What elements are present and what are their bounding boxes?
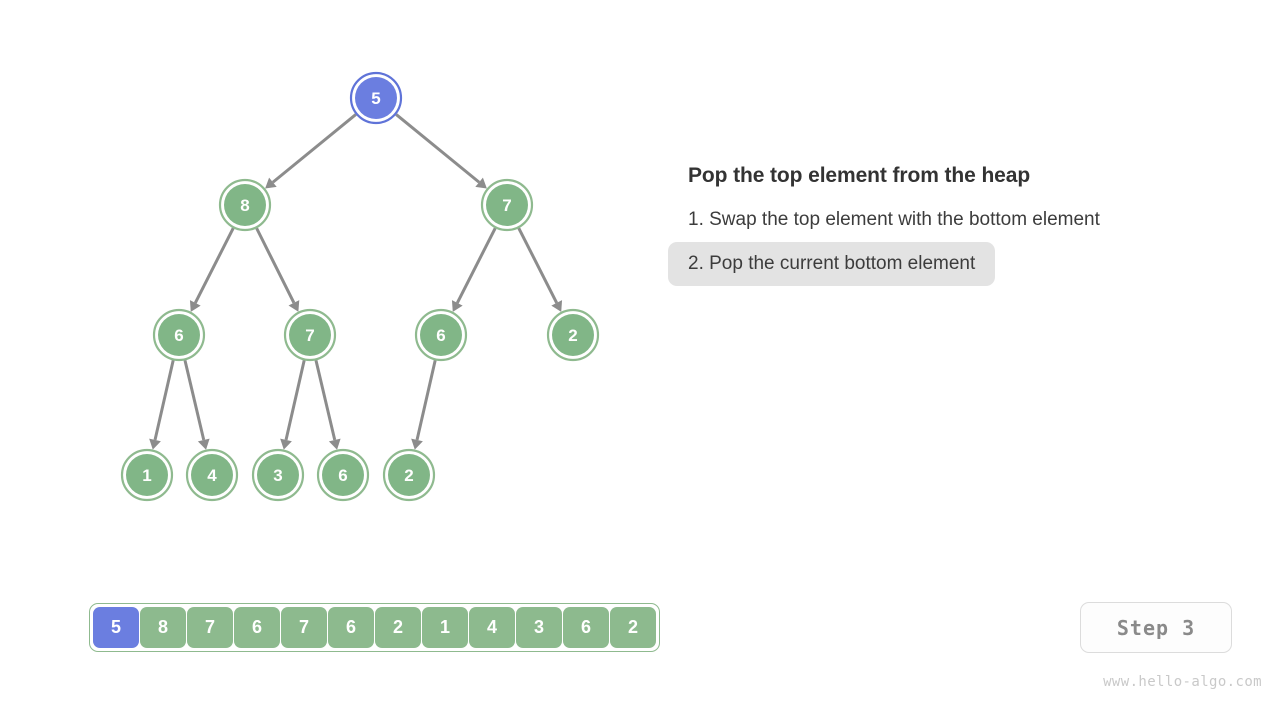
arrow-head-icon (149, 438, 161, 450)
tree-edge (314, 359, 341, 450)
arrow-head-icon (197, 438, 210, 450)
tree-node: 7 (480, 178, 534, 232)
tree-edge (255, 227, 300, 312)
node-ring (251, 448, 305, 502)
tree-node: 2 (382, 448, 436, 502)
array-cell-5: 6 (328, 607, 374, 648)
tree-node: 1 (120, 448, 174, 502)
node-ring (316, 448, 370, 502)
tree-node: 8 (218, 178, 272, 232)
array-cell-9: 3 (516, 607, 562, 648)
page-title: Pop the top element from the heap (688, 164, 1031, 187)
array-cell-1: 8 (140, 607, 186, 648)
node-ring (152, 308, 206, 362)
node-circle (355, 77, 397, 119)
tree-edge (451, 227, 497, 312)
tree-node: 6 (152, 308, 206, 362)
node-circle (289, 314, 331, 356)
node-circle (322, 454, 364, 496)
node-circle (388, 454, 430, 496)
node-ring (218, 178, 272, 232)
tree-edge (149, 360, 175, 450)
tree-edge (265, 113, 357, 189)
node-ring (349, 71, 403, 125)
tree-node: 4 (185, 448, 239, 502)
array-cell-8: 4 (469, 607, 515, 648)
arrow-head-icon (288, 300, 300, 312)
node-circle (158, 314, 200, 356)
node-circle (191, 454, 233, 496)
node-ring (382, 448, 436, 502)
watermark-text: www.hello-algo.com (1103, 674, 1262, 690)
array-cell-6: 2 (375, 607, 421, 648)
array-cell-2: 7 (187, 607, 233, 648)
array-cell-3: 6 (234, 607, 280, 648)
tree-node: 6 (316, 448, 370, 502)
arrow-head-icon (551, 300, 563, 312)
arrow-head-icon (280, 438, 292, 450)
node-circle (126, 454, 168, 496)
node-ring (480, 178, 534, 232)
tree-edges (149, 113, 563, 450)
arrow-head-icon (189, 300, 201, 312)
array-cell-11: 2 (610, 607, 656, 648)
arrow-head-icon (451, 300, 463, 312)
node-ring (120, 448, 174, 502)
tree-node: 5 (349, 71, 403, 125)
tree-node: 3 (251, 448, 305, 502)
status-badge: Step 3 (1080, 602, 1232, 653)
node-ring (546, 308, 600, 362)
node-ring (283, 308, 337, 362)
tree-edge (183, 359, 210, 450)
array-cell-4: 7 (281, 607, 327, 648)
node-circle (257, 454, 299, 496)
array-cell-10: 6 (563, 607, 609, 648)
arrow-head-icon (265, 177, 277, 189)
tree-node: 2 (546, 308, 600, 362)
tree-edge (411, 360, 437, 450)
node-circle (224, 184, 266, 226)
node-circle (552, 314, 594, 356)
instruction-panel: Pop the top element from the heap 1. Swa… (668, 160, 1228, 286)
tree-edge (517, 227, 563, 312)
tree-edge (395, 113, 487, 189)
arrow-head-icon (328, 438, 341, 450)
node-ring (414, 308, 468, 362)
step-list: 1. Swap the top element with the bottom … (668, 198, 1228, 286)
arrow-head-icon (475, 177, 487, 189)
tree-edge (189, 227, 235, 312)
node-circle (486, 184, 528, 226)
step-item-1: 1. Swap the top element with the bottom … (688, 209, 1100, 230)
tree-node: 7 (283, 308, 337, 362)
step-item-2: 2. Pop the current bottom element (668, 242, 996, 286)
tree-edge (280, 360, 306, 450)
array-cell-0: 5 (93, 607, 139, 648)
arrow-head-icon (411, 438, 423, 450)
array-cell-7: 1 (422, 607, 468, 648)
node-circle (420, 314, 462, 356)
tree-node: 6 (414, 308, 468, 362)
node-ring (185, 448, 239, 502)
